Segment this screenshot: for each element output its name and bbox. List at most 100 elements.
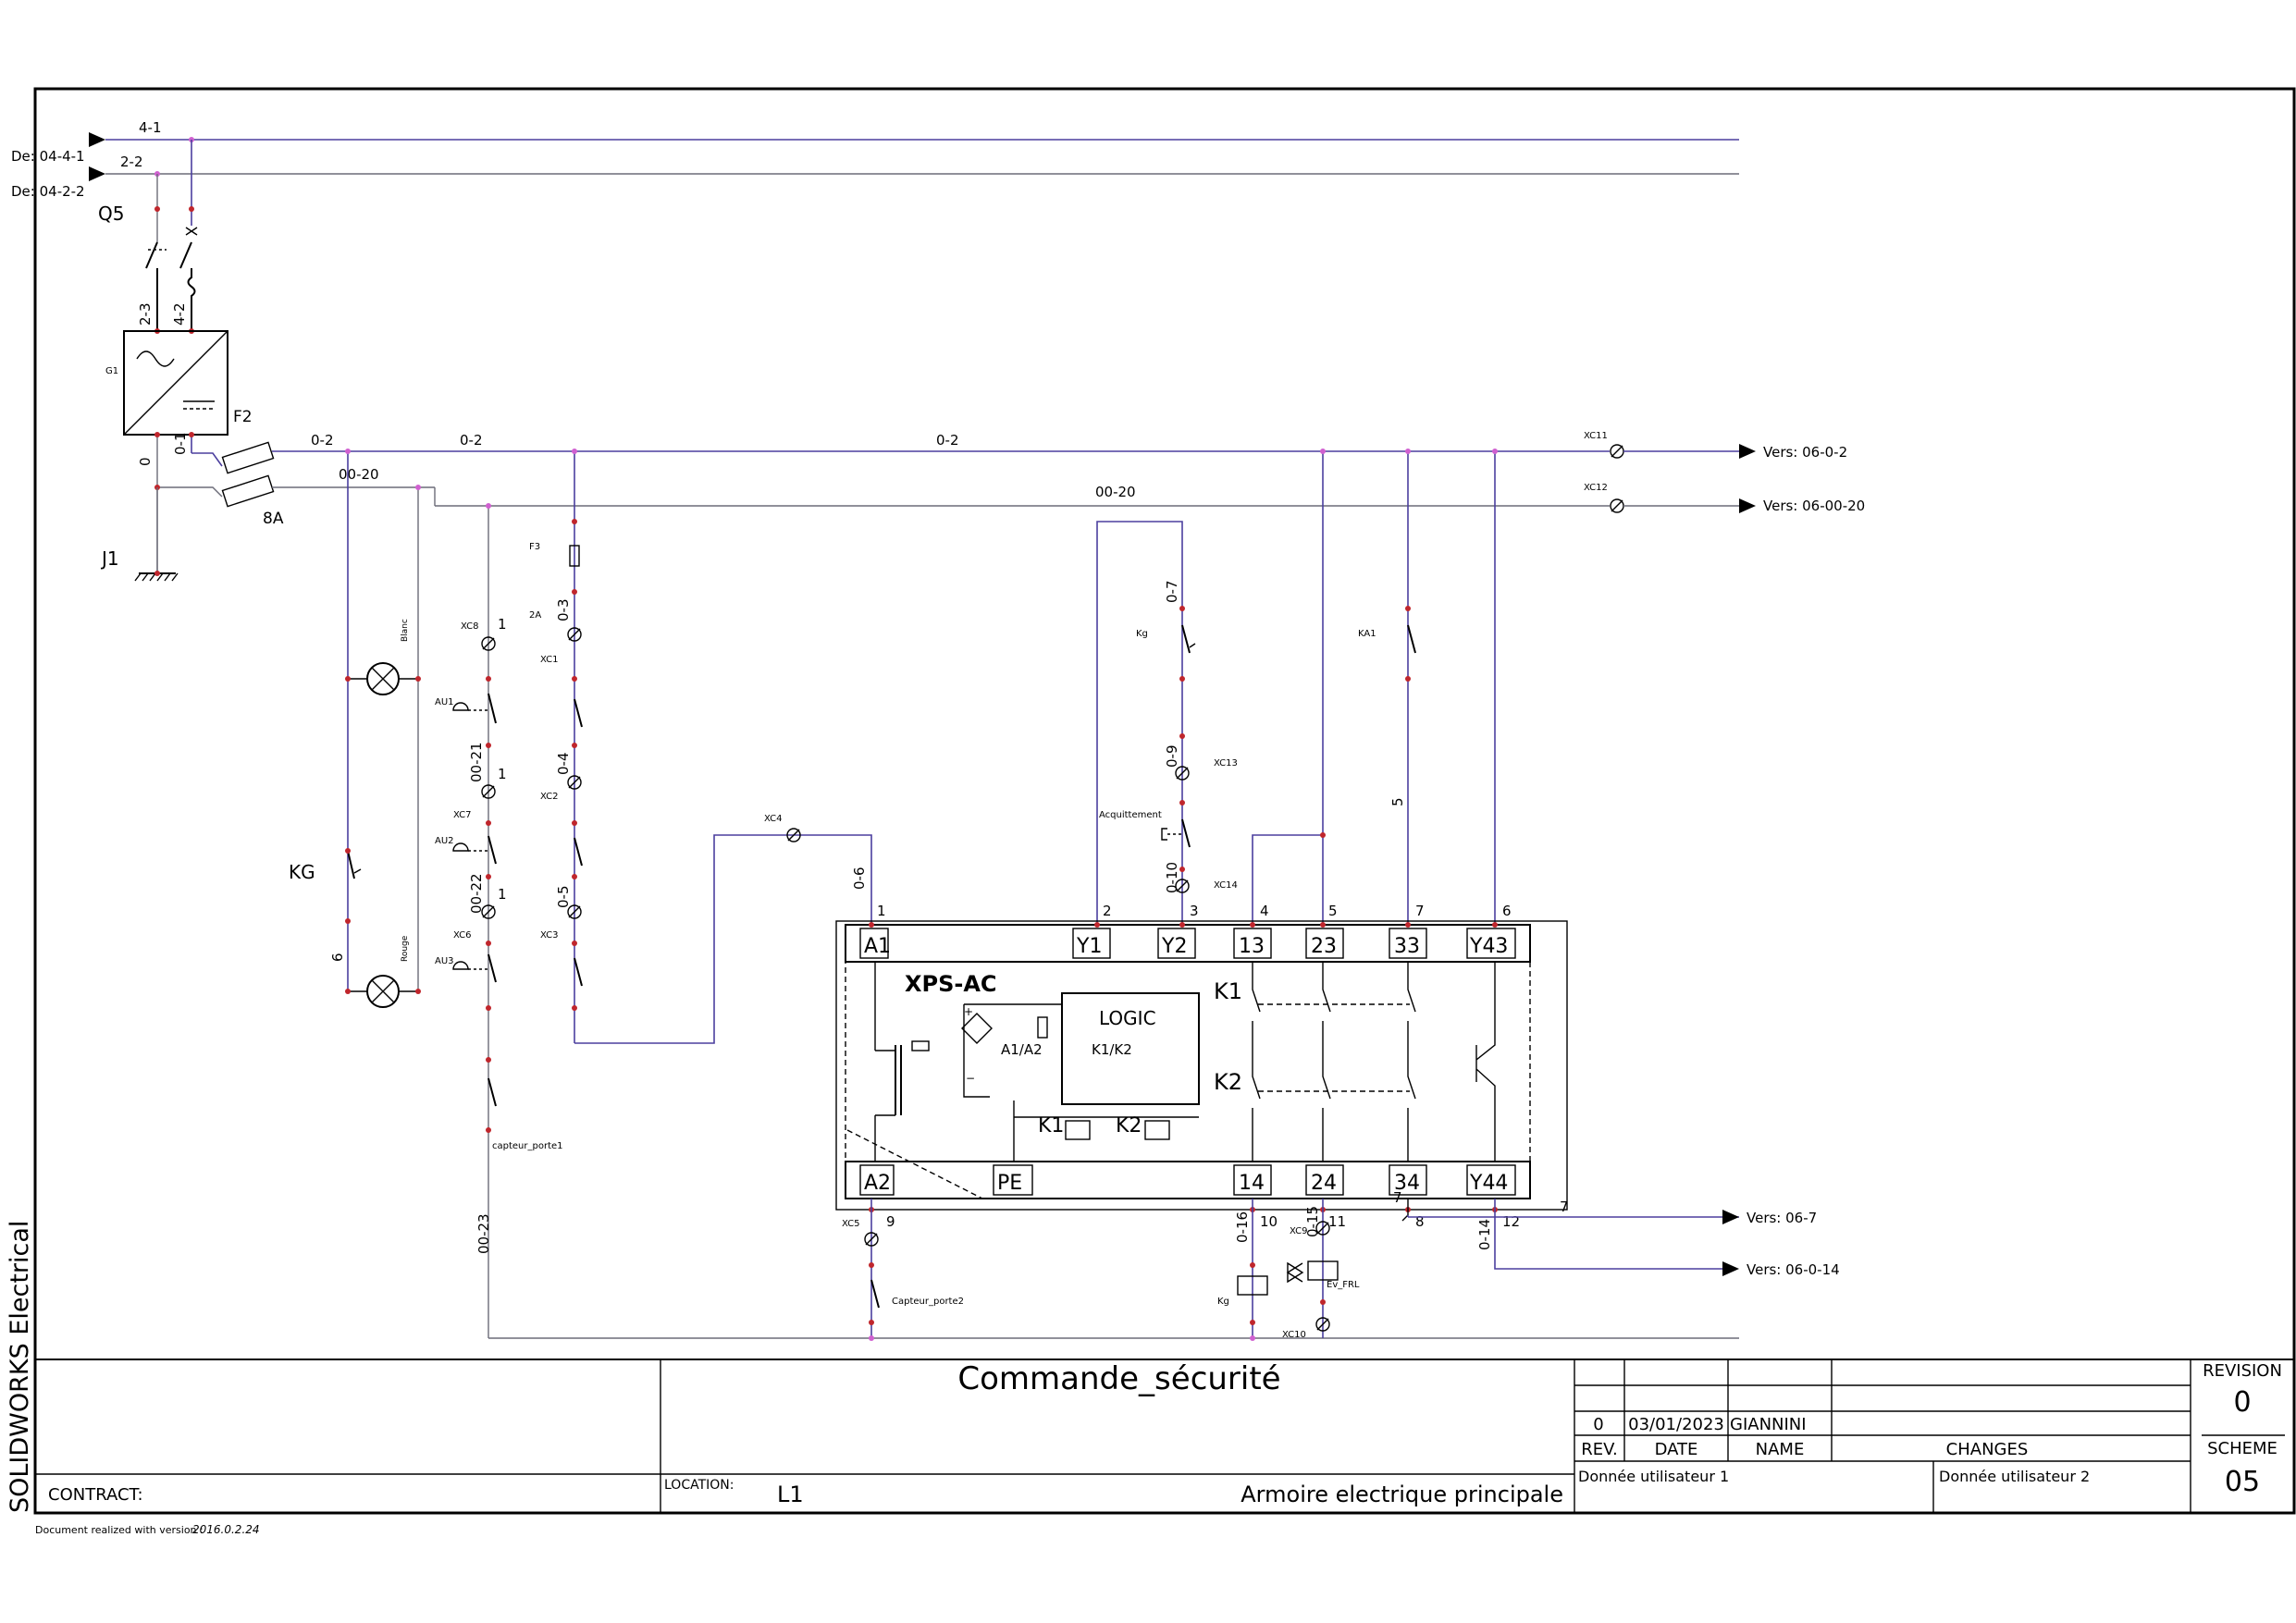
kg-contact-small: Kg xyxy=(1136,629,1148,639)
revision-label: REVISION xyxy=(2203,1361,2282,1381)
incoming-lines: De: 04-4-1 De: 04-2-2 4-1 2-2 xyxy=(11,119,1739,200)
date-value: 03/01/2023 xyxy=(1628,1415,1724,1434)
rev-header: REV. xyxy=(1581,1440,1618,1459)
wire-0-16: 0-16 xyxy=(1234,1211,1251,1243)
xc1-label: XC1 xyxy=(540,655,558,665)
xc12-label: XC12 xyxy=(1584,483,1608,493)
xc9-label: XC9 xyxy=(1290,1226,1307,1236)
drawing-title: Commande_sécurité xyxy=(957,1360,1280,1397)
wire-0-7: 0-7 xyxy=(1164,581,1180,604)
user-data-2: Donnée utilisateur 2 xyxy=(1939,1468,2090,1485)
wire-0-5: 0-5 xyxy=(555,886,572,909)
fuses-f2: 8A J1 0-2 0-2 0-2 00-20 00-20 xyxy=(100,432,1610,582)
acquittement-label: Acquittement xyxy=(1099,810,1162,820)
xc6-num: 1 xyxy=(498,886,507,903)
kg-contact-label: KG xyxy=(289,861,315,883)
xc14-label: XC14 xyxy=(1214,880,1238,891)
xc4-label: XC4 xyxy=(764,814,782,824)
relay-a1a2-label: A1/A2 xyxy=(1001,1041,1043,1058)
term-y2: Y2 xyxy=(1161,935,1187,958)
term-y44: Y44 xyxy=(1469,1172,1508,1195)
svg-text:+: + xyxy=(964,1005,973,1018)
xc7-num: 1 xyxy=(498,766,507,782)
xc7-label: XC7 xyxy=(453,810,471,820)
relay-name: XPS-AC xyxy=(905,971,997,997)
bottom-terminals: A2 PE 14 24 34 Y44 9 10 11 8 12 xyxy=(859,1164,1520,1230)
relay-k1-coil: K1 xyxy=(1038,1114,1064,1137)
reset-circuit: 0-7 Kg 0-9 XC13 Acquittement 0-10 XC14 xyxy=(1096,521,1238,925)
term-a1: A1 xyxy=(864,935,891,958)
top-num-7: 7 xyxy=(1415,903,1425,919)
term-33: 33 xyxy=(1394,935,1420,958)
term-y1: Y1 xyxy=(1076,935,1102,958)
date-header: DATE xyxy=(1655,1440,1698,1459)
ev-frl-label: Ev_FRL xyxy=(1327,1280,1360,1290)
svg-text:−: − xyxy=(966,1072,975,1085)
fuse-rating: 8A xyxy=(263,510,284,528)
wire-00-20-a: 00-20 xyxy=(339,466,379,483)
lamp-red-label: Rouge xyxy=(401,935,410,962)
output-columns: KA1 5 XC11 Vers: 06-0-2 XC12 Vers: 06-00… xyxy=(1252,431,1865,925)
output-label-1: Vers: 06-0-2 xyxy=(1763,444,1847,461)
wire-0: 0 xyxy=(137,457,154,466)
top-num-2: 2 xyxy=(1103,903,1112,919)
changes-header: CHANGES xyxy=(1946,1440,2029,1459)
au1-label: AU1 xyxy=(435,697,454,707)
wire-00-22: 00-22 xyxy=(468,873,485,914)
xc13-label: XC13 xyxy=(1214,758,1238,768)
lamp-white-label: Blanc xyxy=(401,619,410,642)
wire-0-10: 0-10 xyxy=(1164,862,1180,893)
breaker-q5: Q5 2-3 4-2 xyxy=(98,140,198,334)
scheme-label: SCHEME xyxy=(2207,1439,2277,1458)
xc8-label: XC8 xyxy=(461,621,478,632)
wire-label-4-1: 4-1 xyxy=(139,119,162,136)
ka1-label: KA1 xyxy=(1358,629,1376,639)
xc2-label: XC2 xyxy=(540,792,558,802)
au3-label: AU3 xyxy=(435,956,454,966)
wire-6: 6 xyxy=(329,953,346,962)
wire-0-14: 0-14 xyxy=(1476,1219,1493,1250)
term-pe: PE xyxy=(997,1172,1022,1195)
wire-0-2-a: 0-2 xyxy=(311,432,334,449)
wire-7-b: 7 xyxy=(1560,1199,1569,1215)
power-supply-g1: G1 0 0-1 F2 xyxy=(105,330,253,573)
name-value: GIANNINI xyxy=(1730,1415,1807,1434)
top-num-6: 6 xyxy=(1502,903,1512,919)
contract-label: CONTRACT: xyxy=(48,1485,143,1505)
g1-label: G1 xyxy=(105,366,118,376)
location-value: L1 xyxy=(777,1482,804,1507)
lamp-circuit: Blanc Rouge KG 6 xyxy=(289,449,421,1008)
wire-7-a: 7 xyxy=(1393,1189,1402,1206)
top-num-5: 5 xyxy=(1328,903,1338,919)
drawing-description: Armoire electrique principale xyxy=(1241,1482,1563,1507)
kg-coil-label: Kg xyxy=(1217,1297,1229,1307)
f3-label: F3 xyxy=(529,542,540,552)
xc11-label: XC11 xyxy=(1584,431,1608,441)
xc8-num: 1 xyxy=(498,616,507,633)
revision-value: 0 xyxy=(2233,1386,2251,1419)
output-label-3: Vers: 06-7 xyxy=(1747,1210,1817,1226)
capteur-porte1-label: capteur_porte1 xyxy=(492,1141,563,1151)
version-note-label: Document realized with version : xyxy=(35,1524,204,1536)
scheme-value: 05 xyxy=(2225,1466,2260,1498)
wire-0-2-b: 0-2 xyxy=(460,432,483,449)
top-terminals: A1 Y1 Y2 13 23 33 Y43 1 2 3 4 5 7 6 xyxy=(859,903,1516,959)
capteur-porte2-label: Capteur_porte2 xyxy=(892,1297,964,1307)
relay-logic-label: LOGIC xyxy=(1099,1007,1156,1029)
wire-00-23: 00-23 xyxy=(475,1213,492,1254)
wire-0-6: 0-6 xyxy=(851,867,868,891)
xc3-label: XC3 xyxy=(540,930,558,941)
wire-0-4: 0-4 xyxy=(555,753,572,776)
wire-4-2: 4-2 xyxy=(171,303,188,326)
bottom-circuits: XC5 Capteur_porte2 0-16 Kg 0-15 XC9 Ev_F… xyxy=(842,1189,1840,1341)
emergency-stop-column: XC8 1 AU1 00-21 1 XC7 AU2 00-22 1 XC6 AU… xyxy=(435,503,1739,1339)
top-num-1: 1 xyxy=(877,903,886,919)
bot-num-9: 9 xyxy=(886,1213,895,1230)
wire-0-2-c: 0-2 xyxy=(936,432,959,449)
location-label: LOCATION: xyxy=(664,1478,734,1493)
relay-k2-label: K2 xyxy=(1214,1069,1242,1095)
source-label-2: De: 04-2-2 xyxy=(11,183,85,200)
wire-00-20-b: 00-20 xyxy=(1095,484,1136,500)
wire-2-3: 2-3 xyxy=(137,303,154,326)
